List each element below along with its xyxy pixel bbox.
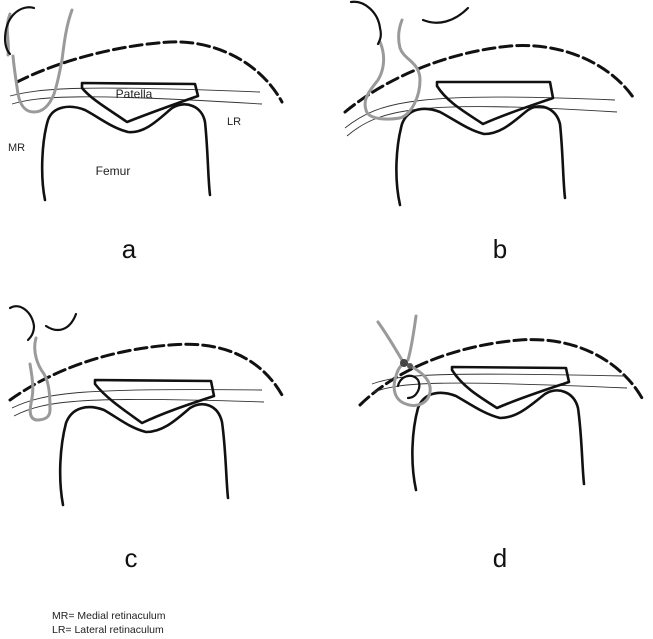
legend-lr: LR= Lateral retinaculum bbox=[52, 624, 164, 636]
retinaculum-line-outer bbox=[344, 96, 616, 129]
retinaculum-line-inner bbox=[11, 96, 263, 105]
retinaculum-line-outer bbox=[371, 373, 626, 385]
retinaculum-line-inner bbox=[373, 382, 628, 393]
panel-letter-c: c bbox=[125, 543, 138, 573]
patella-label: Patella bbox=[116, 87, 153, 101]
femur-label: Femur bbox=[96, 164, 131, 178]
needle-tip-icon bbox=[44, 312, 78, 332]
patella-shape bbox=[435, 80, 555, 126]
panel-letter-d: d bbox=[493, 543, 507, 573]
panel-letter-b: b bbox=[493, 234, 507, 264]
skin-line bbox=[15, 40, 284, 104]
skin-line bbox=[8, 342, 284, 402]
skin-line bbox=[358, 338, 644, 407]
retinaculum-line-outer bbox=[11, 389, 263, 409]
panel-b: b bbox=[343, 0, 637, 264]
patella-shape bbox=[80, 81, 200, 124]
skin-line bbox=[343, 44, 637, 114]
legend-mr: MR= Medial retinaculum bbox=[52, 610, 166, 622]
knot-icon bbox=[407, 363, 413, 369]
femur-shape bbox=[58, 403, 230, 507]
suture-thread bbox=[363, 18, 422, 121]
suture-thread bbox=[28, 336, 52, 422]
panel-d: d bbox=[358, 314, 644, 573]
femur-shape bbox=[395, 105, 567, 207]
knot-icon bbox=[400, 359, 408, 367]
retinaculum-line-inner bbox=[346, 106, 618, 137]
femur-shape bbox=[411, 389, 586, 492]
suture-thread bbox=[5, 8, 74, 114]
mr-label: MR bbox=[8, 142, 25, 154]
needle-icon bbox=[8, 305, 36, 342]
needle-icon bbox=[4, 6, 36, 56]
patella-shape bbox=[450, 365, 571, 410]
needle-tip-icon bbox=[421, 6, 470, 24]
inner-loop-line bbox=[396, 374, 421, 400]
patella-shape bbox=[93, 378, 216, 425]
lr-label: LR bbox=[227, 116, 241, 128]
panel-a: Patella Femur MR LR a bbox=[4, 6, 284, 264]
retinaculum-line-inner bbox=[13, 398, 265, 417]
retinaculum-line-outer bbox=[9, 87, 261, 97]
panel-c: c bbox=[8, 305, 284, 573]
panel-letter-a: a bbox=[122, 234, 137, 264]
suture-thread bbox=[376, 314, 432, 407]
needle-icon bbox=[349, 0, 382, 46]
femur-shape bbox=[40, 103, 212, 202]
